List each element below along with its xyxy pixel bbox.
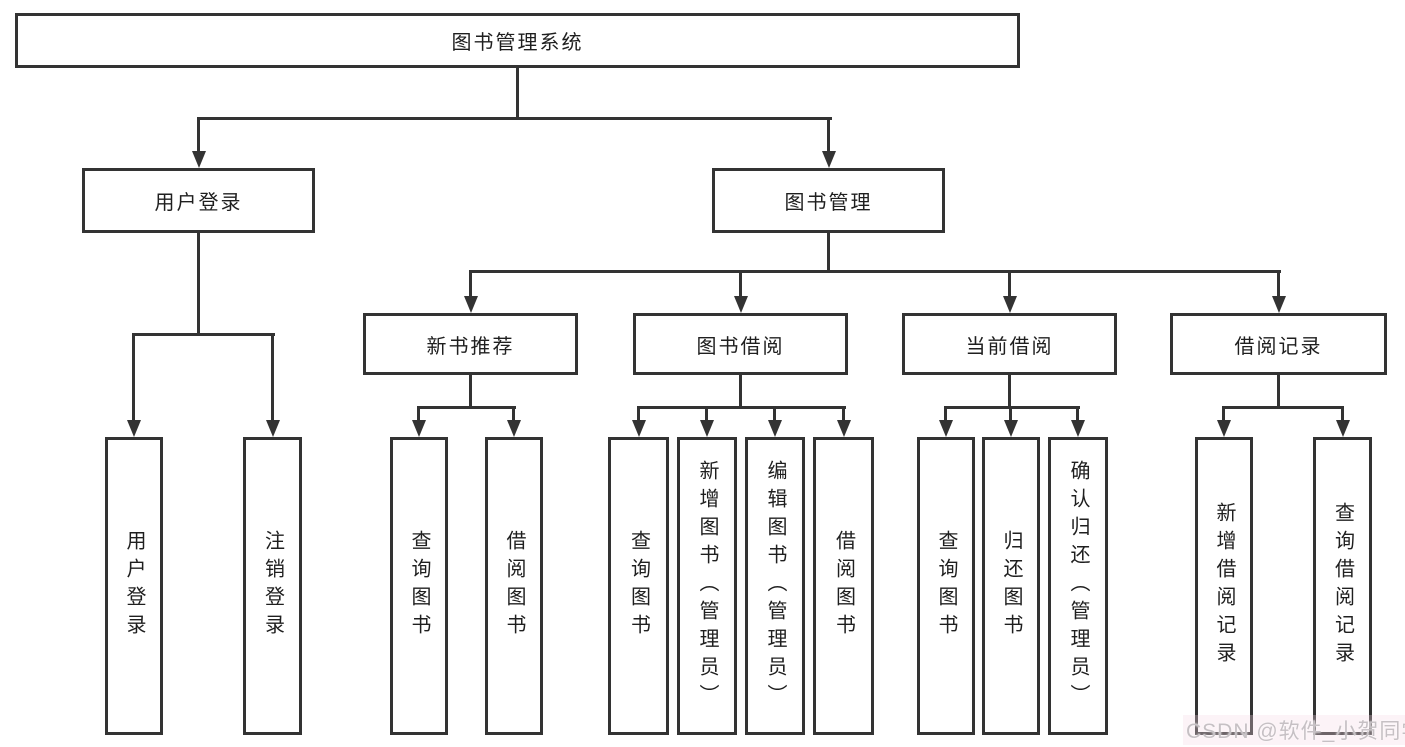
watermark: CSDN @软件_小贺同学 (1183, 715, 1405, 745)
leaf-user-login: 用户登录 (105, 437, 163, 735)
connector-line (705, 406, 708, 422)
connector-line (197, 233, 200, 336)
connector-line (739, 375, 742, 408)
leaf-return-book: 归还图书 (982, 437, 1040, 735)
arrowhead-icon (192, 151, 206, 168)
node-book-borrow: 图书借阅 (633, 313, 848, 375)
connector-line (827, 117, 830, 153)
arrowhead-icon (837, 420, 851, 437)
connector-line (1076, 406, 1079, 422)
arrowhead-icon (1217, 420, 1231, 437)
node-new-book-recommend: 新书推荐 (363, 313, 578, 375)
leaf-borrow-book-newbook: 借阅图书 (485, 437, 543, 735)
arrowhead-icon (464, 296, 478, 313)
arrowhead-icon (127, 420, 141, 437)
node-book-management: 图书管理 (712, 168, 945, 233)
leaf-query-book-borrow: 查询图书 (608, 437, 669, 735)
connector-line (1277, 375, 1280, 408)
arrowhead-icon (1272, 296, 1286, 313)
connector-line (132, 333, 135, 422)
connector-line (417, 406, 516, 409)
arrowhead-icon (700, 420, 714, 437)
connector-line (842, 406, 845, 422)
arrowhead-icon (412, 420, 426, 437)
connector-line (637, 406, 846, 409)
connector-line (1222, 406, 1225, 422)
leaf-borrow-book-borrow: 借阅图书 (813, 437, 874, 735)
leaf-confirm-return-admin: 确认归还（管理员） (1048, 437, 1108, 735)
arrowhead-icon (768, 420, 782, 437)
connector-line (944, 406, 947, 422)
connector-line (132, 333, 275, 336)
connector-line (197, 117, 832, 120)
node-borrow-record: 借阅记录 (1170, 313, 1387, 375)
arrowhead-icon (1336, 420, 1350, 437)
connector-line (469, 270, 472, 298)
arrowhead-icon (939, 420, 953, 437)
leaf-edit-book-admin: 编辑图书（管理员） (745, 437, 805, 735)
connector-line (512, 406, 515, 422)
arrowhead-icon (1004, 420, 1018, 437)
connector-line (773, 406, 776, 422)
leaf-add-book-admin: 新增图书（管理员） (677, 437, 737, 735)
node-current-borrow: 当前借阅 (902, 313, 1117, 375)
connector-line (827, 233, 830, 273)
connector-line (469, 270, 1281, 273)
connector-line (197, 117, 200, 153)
arrowhead-icon (822, 151, 836, 168)
connector-line (1222, 406, 1344, 409)
arrowhead-icon (1071, 420, 1085, 437)
leaf-query-book-current: 查询图书 (917, 437, 975, 735)
connector-line (469, 375, 472, 408)
leaf-logout: 注销登录 (243, 437, 302, 735)
node-root: 图书管理系统 (15, 13, 1020, 68)
arrowhead-icon (632, 420, 646, 437)
connector-line (1008, 270, 1011, 298)
connector-line (271, 333, 274, 422)
connector-line (1009, 406, 1012, 422)
arrowhead-icon (266, 420, 280, 437)
connector-line (417, 406, 420, 422)
node-user-login: 用户登录 (82, 168, 315, 233)
arrowhead-icon (507, 420, 521, 437)
connector-line (1008, 375, 1011, 408)
leaf-query-borrow-record: 查询借阅记录 (1313, 437, 1372, 735)
connector-line (637, 406, 640, 422)
connector-line (516, 68, 519, 119)
connector-line (1277, 270, 1280, 298)
leaf-add-borrow-record: 新增借阅记录 (1195, 437, 1253, 735)
leaf-query-book-newbook: 查询图书 (390, 437, 448, 735)
arrowhead-icon (1003, 296, 1017, 313)
connector-line (944, 406, 1080, 409)
arrowhead-icon (734, 296, 748, 313)
connector-line (739, 270, 742, 298)
connector-line (1341, 406, 1344, 422)
